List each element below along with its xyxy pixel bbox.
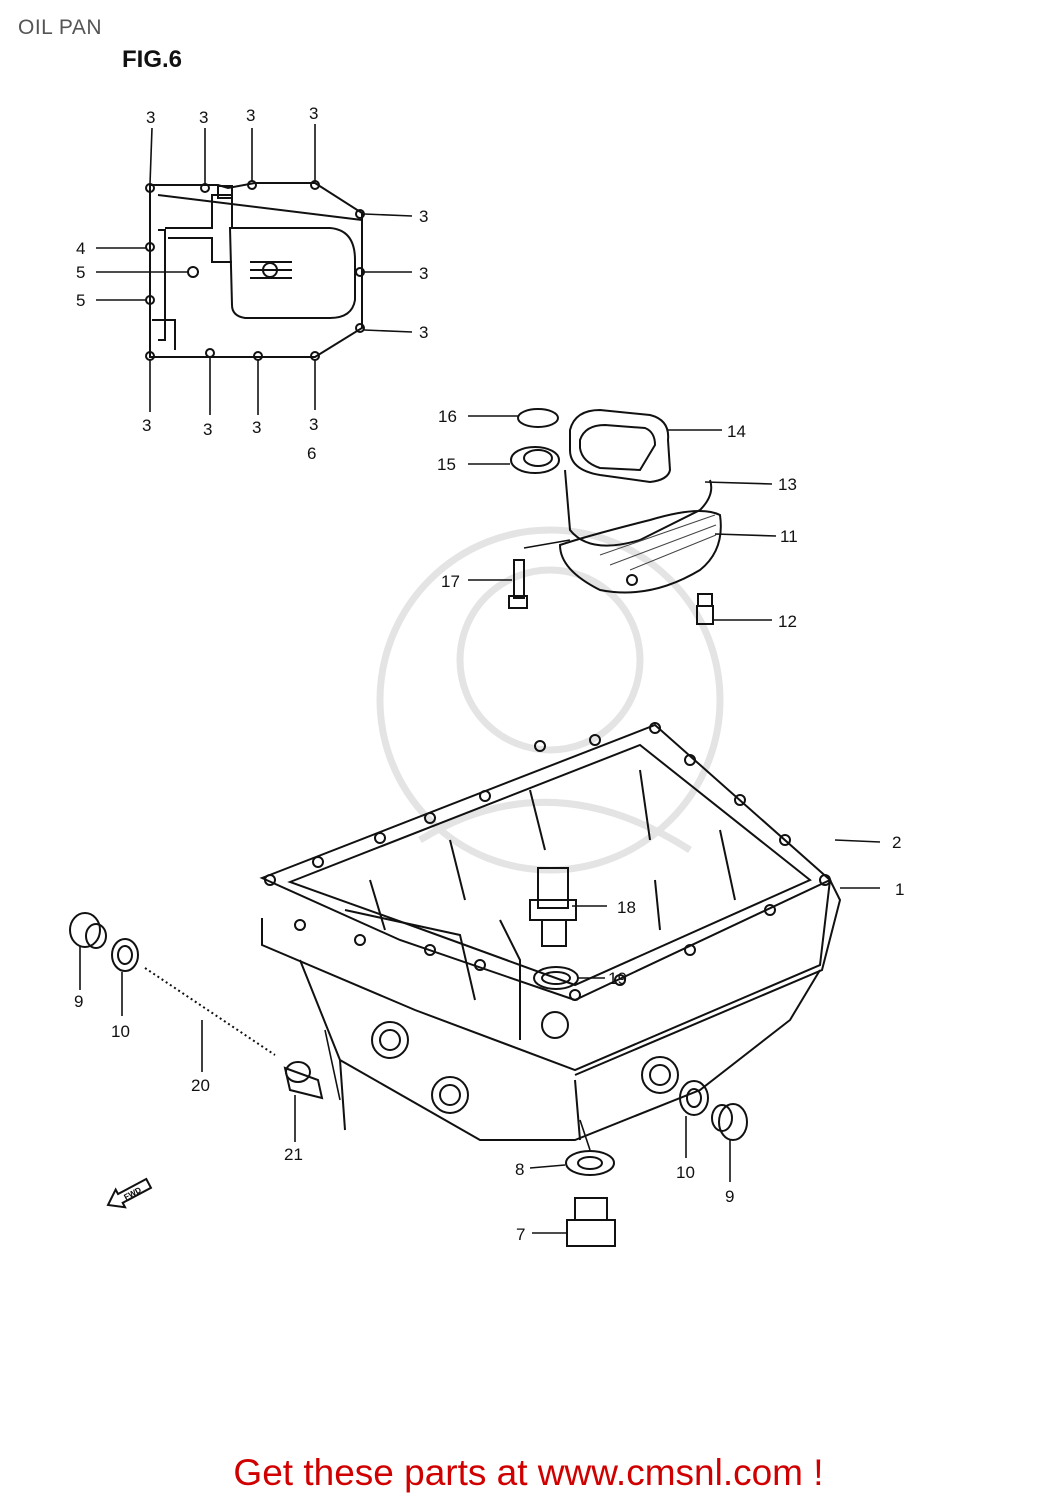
top-view-leaders [96,124,413,415]
callout-10: 10 [111,1022,130,1041]
callout-3: 3 [252,418,261,437]
callout-14: 14 [727,422,746,441]
callout-4: 4 [76,239,85,258]
oil-pan [259,722,842,1141]
callout-21: 21 [284,1145,303,1164]
callout-19: 19 [608,969,627,988]
callout-7: 7 [516,1225,525,1244]
callout-3: 3 [309,415,318,434]
callout-3: 3 [199,108,208,127]
callout-5: 5 [76,291,85,310]
callout-18: 18 [617,898,636,917]
callout-10: 10 [676,1163,695,1182]
callout-15: 15 [437,455,456,474]
callout-8: 8 [515,1160,524,1179]
callout-3: 3 [142,416,151,435]
callout-11: 11 [780,527,798,546]
footer-link[interactable]: Get these parts at www.cmsnl.com ! [233,1452,824,1493]
callout-3: 3 [419,323,428,342]
callout-1: 1 [895,880,904,899]
oil-strainer [508,408,722,625]
callout-3: 3 [419,207,428,226]
callout-3: 3 [246,106,255,125]
callout-3: 3 [203,420,212,439]
callout-16: 16 [438,407,457,426]
fwd-label: FWD [122,1185,143,1202]
callout-3: 3 [419,264,428,283]
callouts: 3 3 3 3 3 3 3 3 3 3 3 6 4 5 5 16 15 14 1… [74,104,904,1244]
callout-9: 9 [725,1187,734,1206]
callout-9: 9 [74,992,83,1011]
callout-17: 17 [441,572,460,591]
gasket-top-view [145,180,365,361]
watermark-logo [376,526,724,874]
callout-2: 2 [892,833,901,852]
callout-3: 3 [309,104,318,123]
callout-6: 6 [307,444,316,463]
callout-20: 20 [191,1076,210,1095]
callout-5: 5 [76,263,85,282]
loose-parts [69,912,748,1247]
figure-number: FIG.6 [122,46,183,73]
callout-12: 12 [778,612,797,631]
strainer-leaders [468,415,777,621]
oil-pan-leaders [572,839,881,979]
loose-parts-leaders [79,946,731,1234]
callout-3: 3 [146,108,155,127]
page-title: OIL PAN [18,16,103,39]
callout-13: 13 [778,475,797,494]
fwd-arrow: FWD [106,1177,153,1209]
